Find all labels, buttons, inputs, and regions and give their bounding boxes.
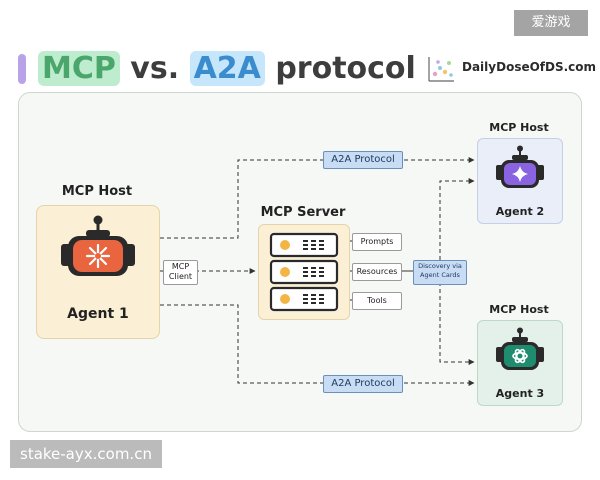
agent3-name: Agent 3 (495, 387, 545, 400)
agent2-host-label: MCP Host (489, 121, 549, 134)
agent2-robot-icon (496, 145, 544, 188)
agent1-host-label: MCP Host (61, 184, 133, 199)
mcp-server-box (258, 224, 350, 320)
page-title: MCP vs. A2A protocol (38, 48, 416, 90)
title-protocol: protocol (264, 51, 416, 86)
agent2-name: Agent 2 (495, 205, 545, 218)
a2a-protocol-top-label: A2A Protocol (323, 151, 403, 169)
title-accent-bar (18, 54, 26, 84)
watermark-top: 爱游戏 (514, 10, 588, 36)
a2a-protocol-bottom-label: A2A Protocol (323, 375, 403, 393)
agent1-name: Agent 1 (67, 306, 129, 322)
capability-prompts: Prompts (352, 233, 402, 251)
capability-resources: Resources (352, 263, 402, 281)
title-vs: vs. (119, 51, 190, 86)
agent1-robot-icon (61, 215, 135, 276)
connector-discovery-to-agent3 (439, 282, 475, 365)
title-a2a: A2A (189, 51, 265, 86)
discovery-line2: Agent Cards (420, 271, 460, 279)
brand-logo-icon (428, 57, 454, 82)
title-row: MCP vs. A2A protocol DailyDoseOfDS.com (14, 48, 596, 90)
agent3-host-label: MCP Host (489, 303, 549, 316)
discovery-line1: Discovery via (418, 262, 462, 270)
discovery-label: Discovery via Agent Cards (413, 260, 467, 285)
agent3-box: Agent 3 (477, 320, 563, 406)
agent3-robot-icon (496, 327, 544, 370)
agent1-box: Agent 1 (36, 205, 160, 339)
mcp-client-box: MCP Client (163, 260, 198, 285)
server-rack-icon (269, 232, 339, 312)
connector-discovery-to-agent2 (439, 178, 475, 260)
title-mcp: MCP (38, 51, 120, 86)
mcp-client-line1: MCP (171, 262, 190, 271)
brand-name: DailyDoseOfDS.com (462, 60, 597, 74)
watermark-bottom: stake-ayx.com.cn (10, 440, 162, 468)
capability-tools: Tools (352, 292, 402, 310)
mcp-server-title: MCP Server (260, 205, 346, 220)
agent2-box: Agent 2 (477, 138, 563, 224)
mcp-client-line2: Client (168, 272, 193, 281)
